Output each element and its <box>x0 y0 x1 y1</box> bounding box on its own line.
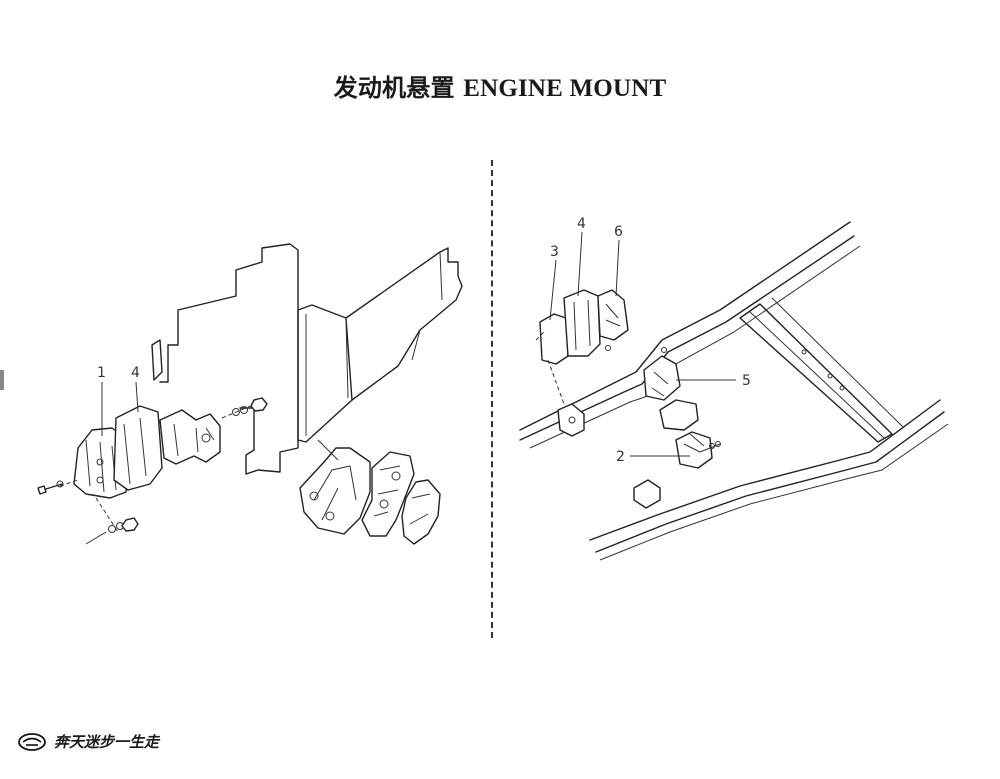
cushion-detail-right <box>573 299 591 351</box>
bracket-hole <box>96 458 104 466</box>
engine-side-bracket-detail <box>173 423 215 457</box>
rear-rubber-cushion <box>361 451 415 537</box>
stud <box>85 531 107 545</box>
section-divider <box>491 160 493 638</box>
rear-bracket-5 <box>643 355 681 401</box>
washer-upper <box>232 408 240 416</box>
rear-cushion-2 <box>675 431 713 469</box>
rear-bracket-5-detail <box>651 371 669 397</box>
title-en: ENGINE MOUNT <box>463 75 667 102</box>
upper-bracket-6-detail <box>605 303 621 327</box>
footer-brand: 奔天迷步一生走 <box>18 731 159 752</box>
assembly-axis <box>547 359 565 405</box>
callout-5: 5 <box>742 373 751 389</box>
frame-rail-right-flange <box>599 423 949 561</box>
engine-bracket-left <box>151 339 163 381</box>
callout-4-right: 4 <box>577 216 586 232</box>
crossmember-hole <box>801 349 807 355</box>
bolt-lower-left <box>37 483 63 495</box>
callout-1: 1 <box>97 365 106 381</box>
crossmember-hole <box>827 373 833 379</box>
callout-leader-4 <box>135 381 139 413</box>
callout-leader-4r <box>577 231 583 297</box>
callout-6: 6 <box>614 224 623 240</box>
callout-leader-3 <box>549 259 557 321</box>
crossmember-hole <box>839 385 845 391</box>
lower-crossmember-bracket <box>633 479 661 509</box>
rear-cushion-detail <box>683 433 705 453</box>
transmission-mount-bracket-detail <box>313 465 357 521</box>
callout-4: 4 <box>131 365 140 381</box>
rubber-cushion-detail <box>123 417 147 485</box>
cushion-hole <box>391 471 401 481</box>
engine-block-outline <box>159 243 299 475</box>
rear-washer <box>709 443 715 449</box>
cross-member <box>739 303 893 443</box>
rear-washer <box>715 441 721 447</box>
rear-rubber-cushion-detail <box>373 465 401 517</box>
bracket-hole <box>325 511 335 521</box>
frame-rail-right-outer <box>589 399 941 541</box>
right-chassis-view: 3 4 6 5 2 <box>519 216 949 561</box>
bolt-head <box>661 347 667 353</box>
transmission-mount-bracket <box>299 447 371 535</box>
left-exploded-view: 1 4 <box>37 243 463 545</box>
callout-2: 2 <box>616 449 625 465</box>
company-logo-icon <box>18 732 46 751</box>
page-title: 发动机悬置 ENGINE MOUNT <box>0 68 1000 103</box>
rubber-cushion-4-right <box>563 289 601 357</box>
bracket-hole <box>309 491 319 501</box>
frame-mount-hole <box>568 416 576 424</box>
callout-leader-6 <box>615 239 620 297</box>
washer-upper <box>240 406 248 414</box>
title-cn: 发动机悬置 <box>333 73 455 102</box>
frame-mount-bracket <box>557 403 585 437</box>
washer-right <box>605 345 611 351</box>
cross-member-detail <box>749 297 905 439</box>
rear-mount-plate-detail <box>409 493 431 525</box>
frame-rail-left-outer <box>519 221 851 431</box>
assembly-axis <box>535 329 547 341</box>
frame-rail-right-inner <box>595 411 945 553</box>
rear-mount-plate <box>401 479 441 545</box>
mount-bracket-3 <box>539 313 569 365</box>
footer-brand-text: 奔天迷步一生走 <box>54 733 160 751</box>
rear-cushion-upper <box>659 399 699 431</box>
transmission-outline <box>345 247 463 401</box>
washer <box>108 525 116 533</box>
cushion-hole <box>379 499 389 509</box>
nut-upper <box>250 397 268 412</box>
rubber-cushion-4 <box>113 405 163 491</box>
washer <box>56 480 64 488</box>
nut-lower <box>121 517 139 532</box>
leader <box>317 439 339 461</box>
bracket-hole <box>96 476 104 484</box>
edge-mark <box>0 370 4 390</box>
upper-bracket-6 <box>597 289 629 341</box>
engine-side-bracket <box>159 409 221 465</box>
callout-3: 3 <box>550 244 559 260</box>
transmission-detail <box>411 251 443 361</box>
bell-housing-inner <box>305 314 349 436</box>
bracket-bolt-hole <box>201 433 211 443</box>
